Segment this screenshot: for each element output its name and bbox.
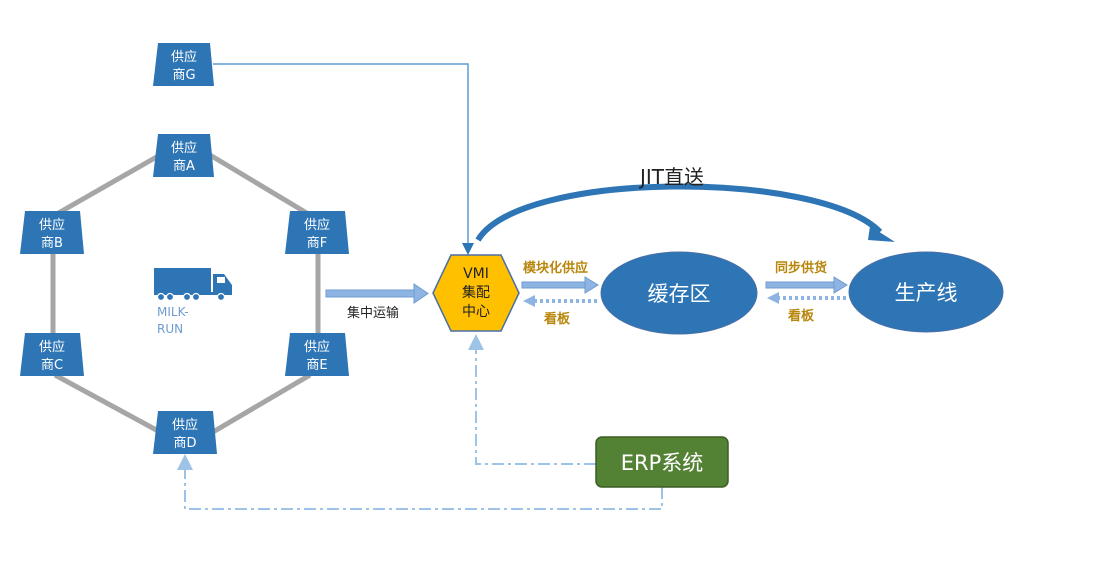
supplier-f-line2: 商F (307, 236, 327, 251)
supplier-a-line2: 商A (173, 159, 195, 174)
supplier-a[interactable]: 供应 商A (153, 134, 214, 177)
erp-system[interactable]: ERP系统 (595, 436, 729, 488)
production-label: 生产线 (895, 281, 958, 305)
milk-run-label-line1: MILK- (157, 305, 189, 319)
supplier-c-line2: 商C (41, 358, 63, 373)
milk-run-label-line2: RUN (157, 322, 183, 336)
supplier-e-line1: 供应 (304, 339, 330, 355)
kanban-arrow-2 (767, 292, 846, 304)
supplier-c-line1: 供应 (39, 339, 65, 355)
supplier-d-line1: 供应 (172, 417, 198, 433)
truck-icon (154, 268, 232, 302)
milk-run-ring (50, 152, 321, 435)
supplier-a-line1: 供应 (171, 140, 197, 156)
supplier-f-line1: 供应 (304, 217, 330, 233)
supplier-g[interactable]: 供应 商G (153, 43, 214, 86)
erp-label: ERP系统 (621, 451, 704, 475)
supplier-d[interactable]: 供应 商D (153, 411, 217, 454)
buffer-area[interactable]: 缓存区 (600, 251, 758, 335)
supplier-g-line2: 商G (172, 68, 195, 83)
buffer-label: 缓存区 (648, 282, 711, 306)
sync-supply-arrow (765, 276, 848, 294)
supplier-f[interactable]: 供应 商F (285, 211, 349, 254)
supplier-g-connector (213, 63, 474, 255)
sync-supply-label: 同步供货 (775, 260, 827, 276)
supplier-c[interactable]: 供应 商C (20, 333, 84, 376)
transport-arrow (325, 283, 429, 304)
kanban-label-2: 看板 (788, 308, 815, 324)
supplier-e[interactable]: 供应 商E (285, 333, 349, 376)
modular-supply-label: 模块化供应 (523, 260, 588, 276)
vmi-hub[interactable]: VMI 集配 中心 (432, 254, 520, 332)
jit-curve-arrow (475, 183, 895, 242)
transport-label: 集中运输 (347, 305, 399, 321)
vmi-hub-line1: VMI (463, 266, 489, 282)
jit-label: JIT直送 (638, 165, 704, 189)
kanban-label-1: 看板 (544, 311, 571, 327)
supplier-d-line2: 商D (173, 436, 196, 451)
erp-links (177, 334, 663, 510)
modular-supply-arrow (521, 276, 599, 294)
vmi-hub-line3: 中心 (462, 304, 490, 320)
supplier-b[interactable]: 供应 商B (20, 211, 84, 254)
kanban-arrow-1 (523, 295, 597, 307)
supplier-g-line1: 供应 (171, 49, 197, 65)
production-line[interactable]: 生产线 (848, 251, 1004, 333)
supplier-e-line2: 商E (306, 358, 327, 373)
vmi-hub-line2: 集配 (462, 284, 490, 301)
supplier-b-line2: 商B (41, 236, 63, 251)
supplier-b-line1: 供应 (39, 217, 65, 233)
